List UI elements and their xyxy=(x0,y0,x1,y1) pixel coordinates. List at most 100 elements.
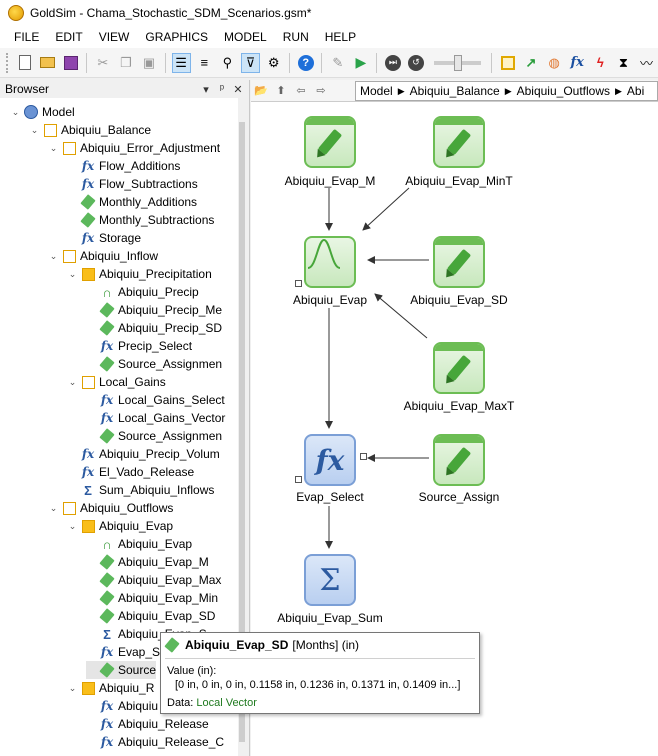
tree-item[interactable]: ⌄Abiquiu_Precipitation xyxy=(67,265,212,283)
edit-mode-button[interactable]: ✎ xyxy=(328,53,347,73)
tree-toggle-icon[interactable]: ⌄ xyxy=(49,502,58,513)
list-view-button[interactable]: ≡ xyxy=(195,53,214,73)
save-button[interactable] xyxy=(61,53,80,73)
node-port-abiquiu-evap[interactable] xyxy=(295,280,302,287)
navigate-up-button[interactable]: 📂 xyxy=(251,82,271,100)
tree-item[interactable]: ⌄Abiquiu_Error_Adjustment xyxy=(48,139,220,157)
copy-button[interactable]: ❐ xyxy=(116,53,135,73)
speed-slider-thumb[interactable] xyxy=(453,54,462,71)
result-element-button[interactable]: 〰 xyxy=(637,53,656,73)
tree-toggle-icon[interactable]: ⌄ xyxy=(49,250,58,261)
new-button[interactable] xyxy=(15,53,34,73)
options-button[interactable]: ⚙ xyxy=(264,53,283,73)
tree-item[interactable]: Abiquiu_Evap_Min xyxy=(86,589,218,607)
tree-toggle-icon[interactable]: ⌄ xyxy=(49,142,58,153)
tree-item[interactable]: ⌄Abiquiu_Inflow xyxy=(48,247,158,265)
browser-toggle-button[interactable]: ☰ xyxy=(171,52,191,73)
open-button[interactable] xyxy=(38,53,57,73)
breadcrumb-abiquiu-evap[interactable]: Abi xyxy=(626,84,645,98)
cut-button[interactable]: ✂ xyxy=(93,53,112,73)
tree-item[interactable]: ⌄Abiquiu_Evap xyxy=(67,517,173,535)
reservoir-element-button[interactable]: ◍ xyxy=(545,53,564,73)
node-abiquiu-evap-m[interactable] xyxy=(304,116,356,168)
menu-model[interactable]: MODEL xyxy=(224,30,267,44)
tree-item[interactable]: Monthly_Additions xyxy=(67,193,197,211)
pane-splitter[interactable] xyxy=(246,80,250,756)
tree-item[interactable]: ⌄Abiquiu_Outflows xyxy=(48,499,174,517)
help-button[interactable]: ? xyxy=(296,53,315,73)
tree-toggle-icon[interactable]: ⌄ xyxy=(30,124,39,135)
tree-item[interactable]: ∩Abiquiu_Precip xyxy=(86,283,198,301)
browser-scrollbar-thumb[interactable] xyxy=(239,122,245,742)
tree-toggle-icon[interactable]: ⌄ xyxy=(68,376,77,387)
breadcrumb-model[interactable]: Model xyxy=(360,84,393,98)
tree-item[interactable]: Abiquiu_Evap_Max xyxy=(86,571,221,589)
browser-menu-button[interactable]: ▾ xyxy=(203,83,209,96)
tree-item[interactable]: Abiquiu_Precip_Me xyxy=(86,301,222,319)
tree-item[interactable]: Abiquiu_Precip_SD xyxy=(86,319,222,337)
filter-button[interactable]: ⊽ xyxy=(240,52,261,73)
node-abiquiu-evap-mint[interactable] xyxy=(433,116,485,168)
expression-element-button[interactable]: fx xyxy=(568,53,587,73)
tree-toggle-icon[interactable]: ⌄ xyxy=(68,268,77,279)
browser-close-button[interactable]: ✕ xyxy=(233,83,243,96)
menu-file[interactable]: FILE xyxy=(14,30,40,44)
reset-button[interactable]: ↺ xyxy=(407,53,426,73)
tree-item[interactable]: ⌄Abiquiu_Balance xyxy=(29,121,151,139)
event-element-button[interactable]: ϟ xyxy=(591,53,610,73)
node-port-evap-select-right[interactable] xyxy=(360,453,367,460)
toolbar-grip[interactable] xyxy=(6,52,9,73)
node-abiquiu-evap-sd[interactable] xyxy=(433,236,485,288)
menu-graphics[interactable]: GRAPHICS xyxy=(145,30,209,44)
speed-slider[interactable] xyxy=(433,54,482,71)
data-element-button[interactable]: ↗ xyxy=(521,53,540,73)
tree-item[interactable]: ⌄Abiquiu_R xyxy=(67,679,155,697)
browser-pin-button[interactable]: ᵖ xyxy=(219,83,225,95)
breadcrumb-abiquiu-balance[interactable]: Abiquiu_Balance xyxy=(409,84,500,98)
node-source-assign[interactable] xyxy=(433,434,485,486)
tree-item[interactable]: Source_Assignmen xyxy=(86,355,222,373)
tree-item[interactable]: Source_Assignmen xyxy=(86,427,222,445)
menu-edit[interactable]: EDIT xyxy=(55,30,83,44)
timed-event-button[interactable]: ⧗ xyxy=(614,53,633,73)
browser-tree[interactable]: ⌄Model⌄Abiquiu_Balance⌄Abiquiu_Error_Adj… xyxy=(0,98,238,756)
forward-button[interactable]: ⇨ xyxy=(311,82,331,100)
run-button[interactable]: ▶ xyxy=(351,53,370,73)
tree-item[interactable]: ∩Abiquiu_Evap xyxy=(86,535,192,553)
tree-item[interactable]: Monthly_Subtractions xyxy=(67,211,214,229)
node-abiquiu-evap-maxt[interactable] xyxy=(433,342,485,394)
back-button[interactable]: ⇦ xyxy=(291,82,311,100)
menu-view[interactable]: VIEW xyxy=(98,30,130,44)
step-button[interactable]: ⏭ xyxy=(383,53,402,73)
node-evap-select[interactable]: fx xyxy=(304,434,356,486)
tree-item[interactable]: Source xyxy=(86,661,157,679)
node-abiquiu-evap[interactable] xyxy=(304,236,356,288)
tree-item[interactable]: ⌄Local_Gains xyxy=(67,373,166,391)
tree-item[interactable]: ⌄Model xyxy=(10,103,75,121)
paste-button[interactable]: ▣ xyxy=(139,53,158,73)
menu-run[interactable]: RUN xyxy=(282,30,309,44)
browser-scrollbar[interactable] xyxy=(238,98,246,756)
tree-item[interactable]: Abiquiu_Evap_M xyxy=(86,553,209,571)
tree-toggle-icon[interactable]: ⌄ xyxy=(11,106,20,117)
find-button[interactable]: ⚲ xyxy=(218,53,237,73)
node-abiquiu-evap-sum[interactable]: Σ xyxy=(304,554,356,606)
tree-item[interactable]: Abiquiu_Evap_SD xyxy=(86,607,215,625)
menu-help[interactable]: HELP xyxy=(324,30,357,44)
parent-button[interactable]: ⬆ xyxy=(271,82,291,100)
breadcrumb-abiquiu-outflows[interactable]: Abiquiu_Outflows xyxy=(516,84,610,98)
tree-toggle-icon[interactable]: ⌄ xyxy=(68,682,77,693)
container-element-button[interactable] xyxy=(498,53,517,73)
